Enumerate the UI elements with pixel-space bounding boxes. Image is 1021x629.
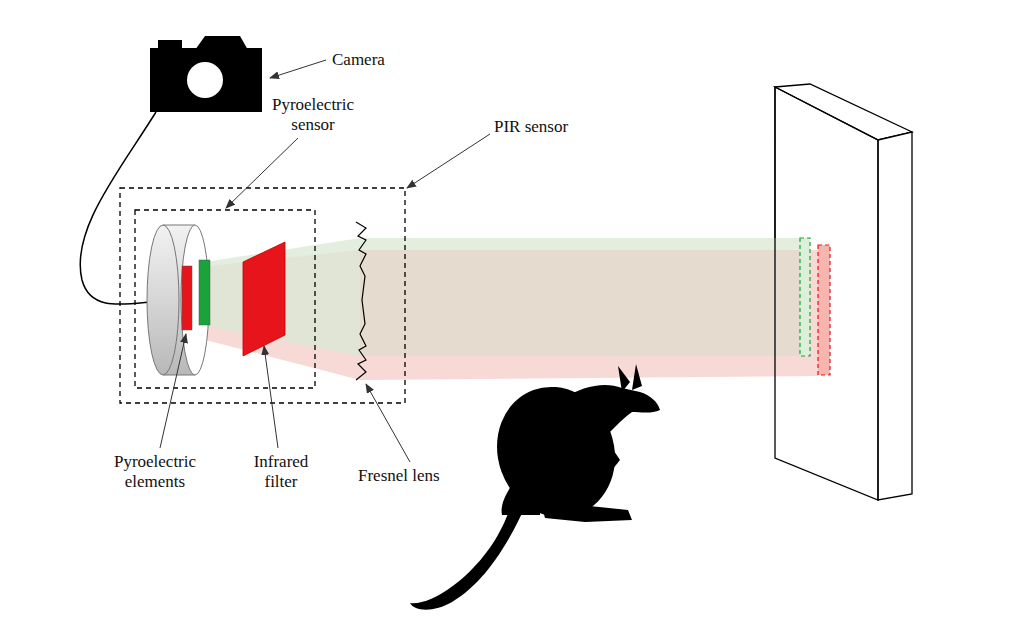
leader-lines bbox=[160, 60, 490, 462]
red-zone bbox=[818, 245, 830, 375]
green-zone bbox=[800, 238, 810, 356]
camera-icon bbox=[150, 36, 262, 112]
pyroelectric-sensor-can bbox=[147, 225, 210, 375]
part-label: PIR sensor bbox=[494, 117, 594, 137]
part-label: Camera bbox=[332, 50, 422, 70]
part-label: Pyroelectric elements bbox=[100, 452, 210, 491]
fresnel-lens bbox=[356, 222, 366, 380]
part-label: Pyroelectric sensor bbox=[263, 95, 363, 134]
part-label: Fresnel lens bbox=[358, 466, 468, 486]
part-label: Infrared filter bbox=[241, 452, 321, 491]
camera-wire bbox=[80, 112, 156, 304]
pyroelectric-sensor-box bbox=[135, 210, 315, 388]
pir-sensor-box bbox=[120, 188, 405, 403]
wall bbox=[775, 84, 912, 500]
infrared-filter bbox=[243, 242, 285, 356]
green-beam bbox=[205, 238, 800, 356]
beam-overlap bbox=[360, 250, 800, 356]
kangaroo-silhouette bbox=[410, 364, 660, 610]
